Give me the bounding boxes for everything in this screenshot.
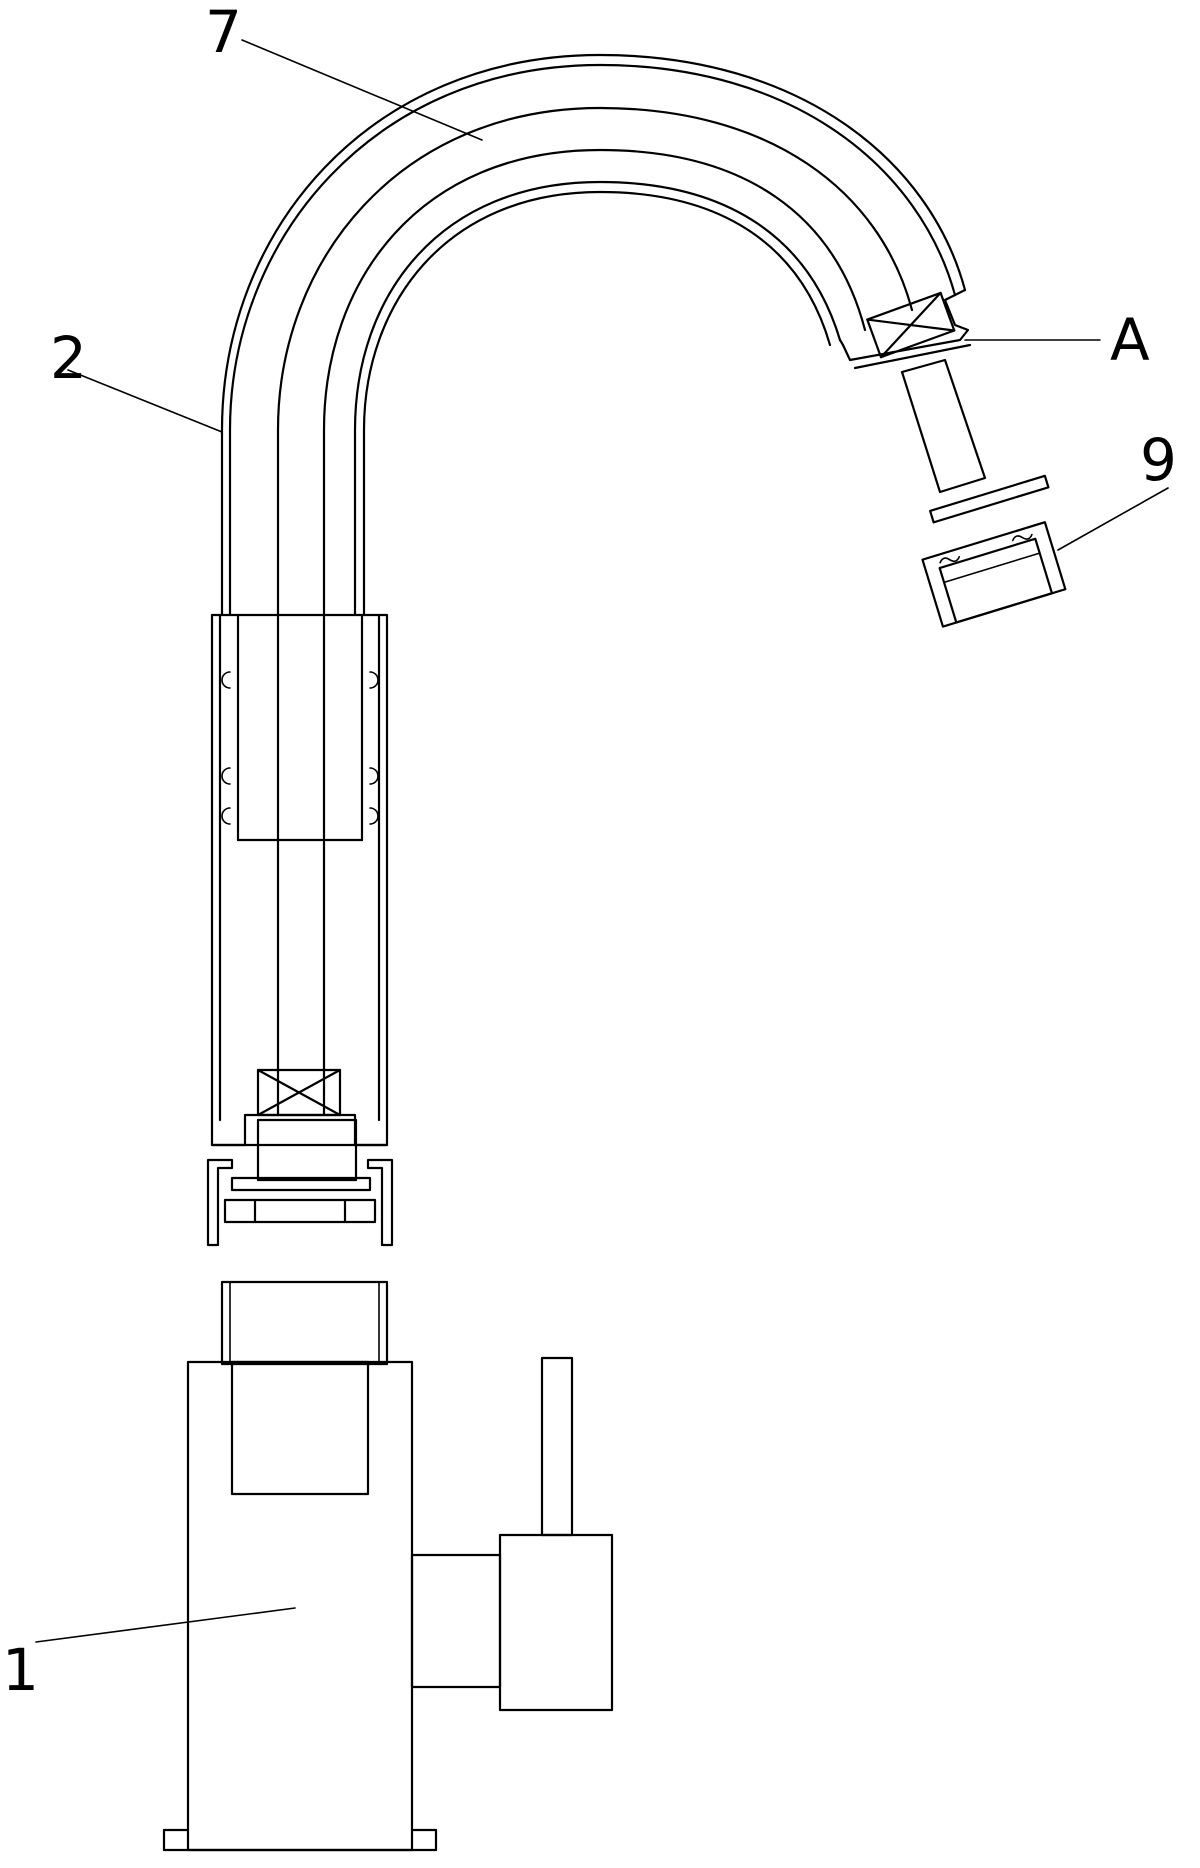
threaded-nipple: [220, 1280, 389, 1366]
label-1: 1: [2, 1636, 39, 1704]
aerator-cap: [921, 521, 1067, 628]
label-9: 9: [1140, 426, 1177, 494]
label-2: 2: [50, 324, 87, 392]
label-7: 7: [205, 0, 242, 66]
swivel-connector: [206, 1068, 394, 1247]
faucet-body: [162, 1360, 438, 1852]
leader-lines: [35, 39, 1169, 1643]
aerator-assembly: [866, 291, 1067, 628]
faucet-handle: [410, 1356, 614, 1712]
label-A: A: [1110, 306, 1150, 374]
spout-pipe: [220, 53, 972, 1117]
sleeve-housing: [210, 613, 389, 1147]
